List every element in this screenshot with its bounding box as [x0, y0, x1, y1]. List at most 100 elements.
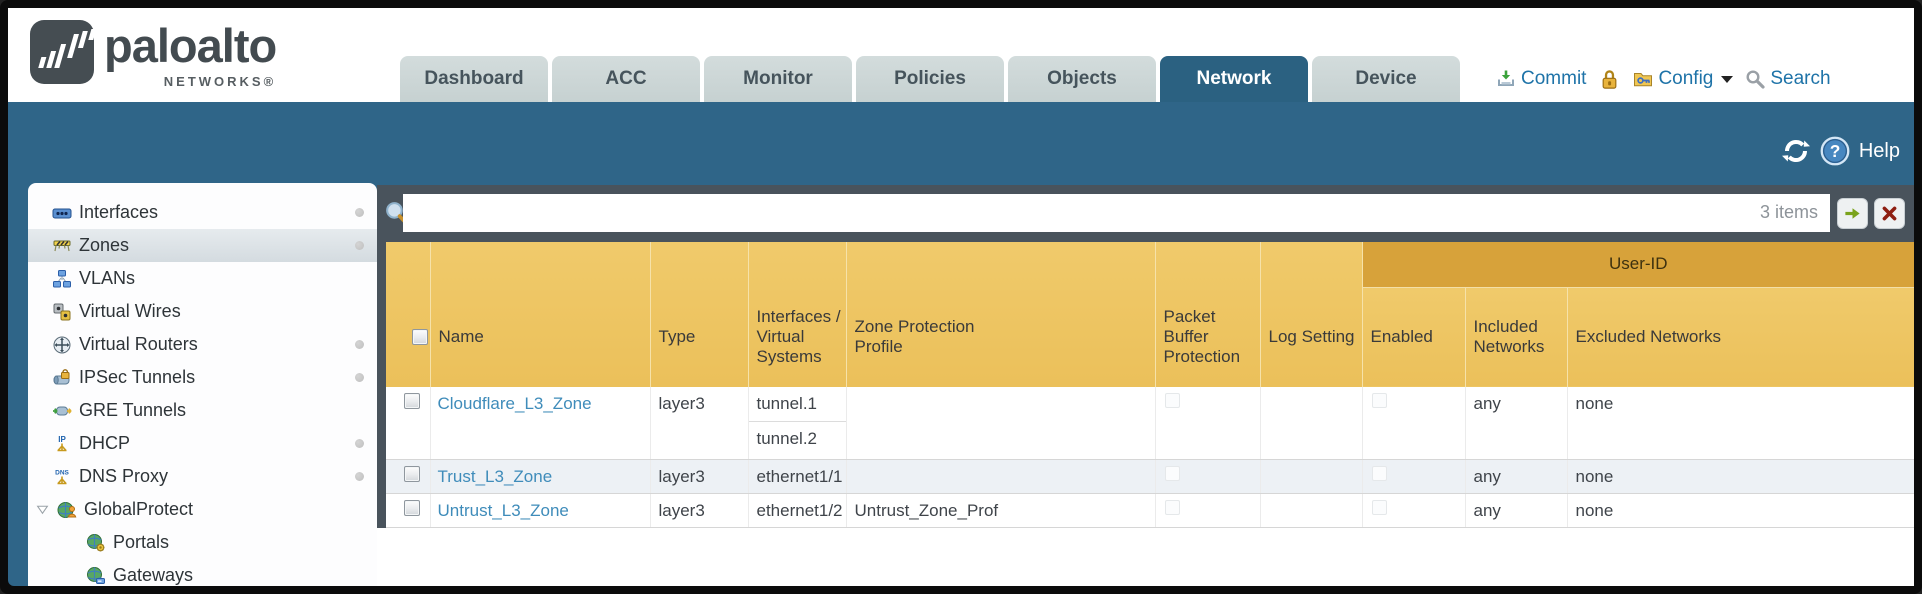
zone-name-link[interactable]: Cloudflare_L3_Zone	[437, 394, 592, 413]
help-label[interactable]: Help	[1858, 139, 1900, 162]
row-checkbox[interactable]	[404, 499, 420, 516]
items-count: 3 items	[1759, 202, 1818, 222]
included-networks-cell: any	[1465, 459, 1568, 494]
user-id-enabled-checkbox[interactable]	[1371, 393, 1387, 408]
column-header-log-setting[interactable]: Log Setting	[1260, 242, 1363, 387]
row-checkbox[interactable]	[404, 393, 420, 409]
tab-dashboard[interactable]: Dashboard	[400, 56, 548, 102]
zone-name-link[interactable]: Untrust_L3_Zone	[437, 500, 569, 520]
dns-proxy-icon: DNS	[55, 469, 70, 484]
column-header-interfaces[interactable]: Interfaces / Virtual Systems	[748, 242, 847, 387]
sidebar-item-label: DNS Proxy	[79, 466, 169, 486]
help-icon[interactable]: ?	[1820, 136, 1850, 166]
row-checkbox[interactable]	[404, 465, 420, 482]
gre-tunnels-icon	[53, 406, 72, 415]
tab-monitor[interactable]: Monitor	[704, 56, 852, 102]
user-id-enabled-checkbox[interactable]	[1371, 465, 1387, 481]
sidebar-item-label: Portals	[113, 532, 170, 552]
sidebar-item-dhcp[interactable]: IP DHCP	[28, 427, 377, 460]
portals-icon	[87, 533, 105, 551]
user-id-enabled-checkbox[interactable]	[1371, 499, 1387, 515]
table-left-gutter	[377, 242, 386, 528]
zone-name-link[interactable]: Trust_L3_Zone	[437, 466, 553, 486]
included-networks-cell: any	[1465, 387, 1568, 460]
zones-content: 3 items	[377, 185, 1914, 586]
log-setting-cell	[1260, 459, 1363, 494]
sidebar-item-virtual-routers[interactable]: Virtual Routers	[28, 328, 377, 361]
sidebar-item-gateways[interactable]: Gateways	[28, 559, 377, 586]
select-all-checkbox[interactable]	[412, 329, 428, 345]
refresh-icon[interactable]	[1781, 136, 1811, 166]
zone-interfaces-cell: ethernet1/2	[748, 493, 847, 528]
zone-type-cell: layer3	[650, 459, 749, 494]
excluded-networks-cell: none	[1567, 387, 1914, 460]
commit-button[interactable]: Commit	[1496, 68, 1586, 90]
apply-filter-button[interactable]	[1837, 198, 1868, 229]
filter-toolbar: 3 items	[377, 185, 1914, 242]
svg-text:IP: IP	[58, 435, 66, 444]
status-dot	[355, 340, 364, 349]
group-header-user-id: User-ID	[1362, 242, 1914, 288]
sidebar-item-vlans[interactable]: VLANs	[28, 262, 377, 295]
column-header-included-networks[interactable]: Included Networks	[1465, 287, 1568, 387]
sidebar-item-label: Interfaces	[79, 202, 159, 222]
commit-icon	[1498, 70, 1514, 86]
config-label: Config	[1658, 68, 1714, 89]
filter-input[interactable]	[403, 194, 1830, 232]
status-dot	[355, 439, 364, 448]
lock-icon[interactable]	[1598, 68, 1621, 91]
packet-buffer-checkbox[interactable]	[1164, 465, 1180, 481]
clear-filter-button[interactable]	[1874, 198, 1905, 229]
column-header-excluded-networks[interactable]: Excluded Networks	[1567, 287, 1914, 387]
close-icon	[1882, 206, 1897, 221]
tab-acc[interactable]: ACC	[552, 56, 700, 102]
sidebar-item-label: GlobalProtect	[84, 499, 194, 519]
gateways-icon	[87, 566, 105, 584]
tab-objects[interactable]: Objects	[1008, 56, 1156, 102]
global-search-button[interactable]: Search	[1745, 68, 1831, 90]
status-dot	[355, 241, 364, 250]
sidebar-item-portals[interactable]: Portals	[28, 526, 377, 559]
excluded-networks-cell: none	[1567, 493, 1914, 528]
interface-entry: tunnel.2	[756, 429, 818, 448]
zone-type-cell: layer3	[650, 387, 749, 460]
sidebar-item-label: VLANs	[79, 268, 136, 288]
column-header-enabled[interactable]: Enabled	[1362, 287, 1466, 387]
chevron-down-icon	[1721, 75, 1734, 83]
column-header-packet-buffer[interactable]: Packet Buffer Protection	[1155, 242, 1261, 387]
sidebar-item-gre-tunnels[interactable]: GRE Tunnels	[28, 394, 377, 427]
table-row: Untrust_L3_Zone layer3 ethernet1/2 Untru…	[386, 493, 1914, 528]
sidebar-item-ipsec-tunnels[interactable]: IPSec Tunnels	[28, 361, 377, 394]
column-header-type[interactable]: Type	[650, 242, 749, 387]
packet-buffer-checkbox[interactable]	[1164, 499, 1180, 515]
column-header-zone-protection[interactable]: Zone Protection Profile	[846, 242, 1156, 387]
sidebar-item-label: Zones	[79, 235, 130, 255]
paloalto-logo-icon	[30, 20, 94, 84]
brand-name: paloalto	[104, 19, 277, 72]
header-actions: Commit Config S	[1496, 58, 1831, 100]
zones-table: Name Type Interfaces / Virtual Systems Z…	[386, 242, 1914, 528]
tab-policies[interactable]: Policies	[856, 56, 1004, 102]
globalprotect-icon	[57, 501, 77, 518]
paloalto-logo: paloalto NETWORKS®	[30, 19, 277, 89]
zone-protection-cell: Untrust_Zone_Prof	[846, 493, 1156, 528]
config-menu-button[interactable]: Config	[1633, 68, 1734, 90]
commit-label: Commit	[1521, 68, 1587, 89]
vlans-icon	[53, 269, 71, 287]
tab-device[interactable]: Device	[1312, 56, 1460, 102]
top-header: paloalto NETWORKS® Dashboard ACC Monitor…	[8, 8, 1914, 102]
status-dot	[355, 208, 364, 217]
search-label: Search	[1770, 68, 1831, 89]
sidebar-item-zones[interactable]: Zones	[28, 229, 377, 262]
sidebar-item-globalprotect[interactable]: GlobalProtect	[28, 493, 377, 526]
column-header-name[interactable]: Name	[430, 242, 651, 387]
sidebar-item-dns-proxy[interactable]: DNS DNS Proxy	[28, 460, 377, 493]
packet-buffer-checkbox[interactable]	[1164, 393, 1180, 408]
svg-text:DNS: DNS	[55, 469, 69, 476]
virtual-routers-icon	[53, 336, 71, 353]
sidebar-item-label: Gateways	[113, 565, 194, 585]
sidebar-item-virtual-wires[interactable]: Virtual Wires	[28, 295, 377, 328]
expand-caret-icon[interactable]	[34, 503, 50, 516]
tab-network[interactable]: Network	[1160, 56, 1308, 102]
sidebar-item-interfaces[interactable]: Interfaces	[28, 196, 377, 229]
